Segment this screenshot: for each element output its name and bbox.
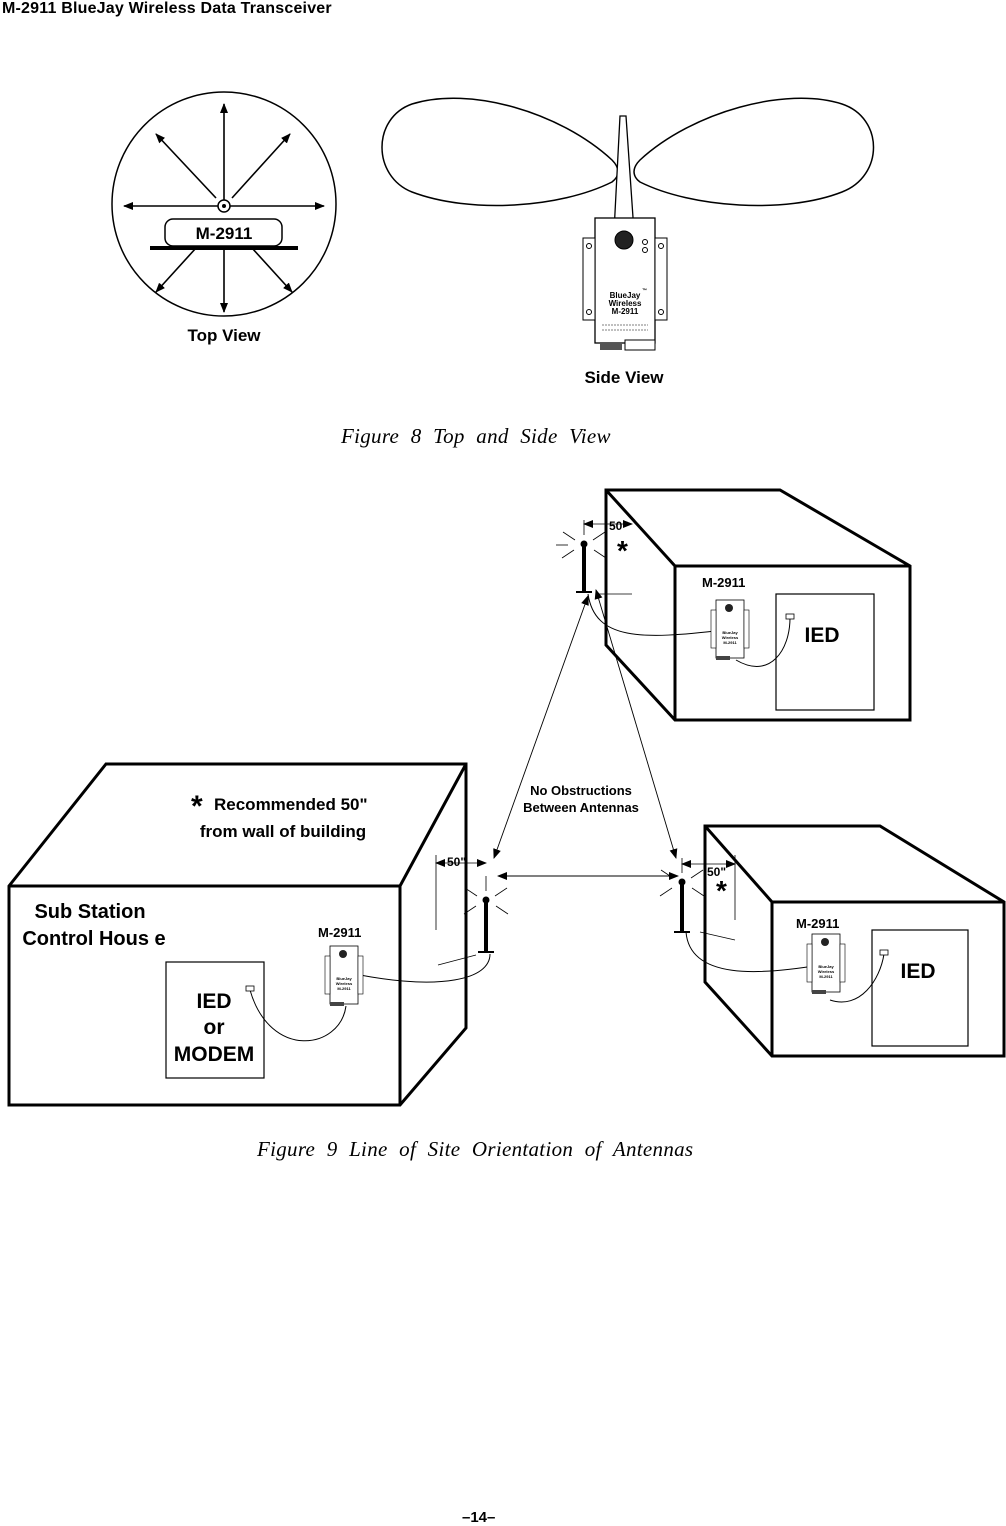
dimension-label-top: 50": [609, 519, 628, 533]
ied-left-label-3: MODEM: [174, 1043, 255, 1066]
radiation-arrows: [123, 103, 325, 313]
mini-device-left: BlueJay Wireless M-2911: [324, 945, 364, 1006]
antenna-left: [463, 876, 509, 953]
radiation-lobe-left: [381, 97, 619, 207]
device-label-top: M-2911: [702, 575, 745, 590]
svg-text:M-2911: M-2911: [337, 986, 351, 991]
svg-text:Wireless: Wireless: [336, 981, 353, 986]
side-view-antenna: [613, 115, 635, 233]
cables: [249, 593, 885, 1042]
mini-device-top: BlueJay Wireless M-2911: [710, 599, 750, 660]
ied-top-label: IED: [804, 624, 839, 647]
asterisk-recommend: *: [191, 790, 203, 823]
building-label-1: Sub Station: [34, 901, 145, 923]
device-label-right: M-2911: [796, 916, 839, 931]
ied-right-box: [871, 929, 969, 1047]
obstruction-label-2: Between Antennas: [523, 800, 639, 815]
ied-left-label-2: or: [204, 1016, 225, 1039]
svg-text:BlueJay: BlueJay: [336, 976, 352, 981]
top-view-label: Top View: [187, 326, 261, 345]
figure-8-caption: Figure 8 Top and Side View: [341, 424, 611, 448]
antenna-bottom-right: [659, 858, 705, 933]
svg-text:BlueJay: BlueJay: [818, 964, 834, 969]
svg-text:BlueJay: BlueJay: [722, 630, 738, 635]
asterisk-top: *: [617, 535, 628, 566]
mini-device-right: BlueJay Wireless M-2911: [806, 933, 846, 994]
recommend-label-1: Recommended 50": [214, 795, 368, 814]
svg-text:Wireless: Wireless: [818, 969, 835, 974]
device-label-left: M-2911: [318, 925, 361, 940]
figure-9-caption: Figure 9 Line of Site Orientation of Ant…: [257, 1137, 694, 1161]
side-view-brand-2: Wireless: [609, 299, 642, 308]
building-label-2: Control Hous e: [22, 928, 165, 950]
svg-text:M-2911: M-2911: [819, 974, 833, 979]
asterisk-right: *: [716, 875, 727, 906]
dimension-label-right: 50": [707, 865, 726, 879]
obstruction-label-1: No Obstructions: [530, 783, 632, 798]
side-view-brand-3: M-2911: [612, 307, 639, 316]
ied-left-box: [165, 961, 265, 1079]
side-view-brand-1: BlueJay: [610, 291, 641, 300]
side-view-label: Side View: [584, 368, 664, 387]
page-number: –14–: [462, 1509, 496, 1526]
dimension-label-left: 50": [447, 855, 466, 869]
ied-right-label: IED: [900, 960, 935, 983]
radiation-lobe-right: [633, 97, 875, 207]
top-view-device-label: M-2911: [196, 224, 253, 243]
side-view-brand-tm: ™: [642, 288, 647, 294]
svg-text:M-2911: M-2911: [723, 640, 737, 645]
antenna-top: [556, 520, 607, 593]
svg-text:Wireless: Wireless: [722, 635, 739, 640]
building-bottom-right: [703, 824, 1006, 1058]
top-view-circle: [111, 91, 337, 317]
ied-top-box: [775, 593, 875, 711]
building-left: [7, 762, 468, 1107]
recommend-label-2: from wall of building: [200, 822, 366, 841]
building-top-right: [604, 488, 912, 722]
figure-8-diagram: M-2911 Top View BlueJay ™ Wireless M-291…: [111, 91, 875, 387]
ied-left-label-1: IED: [196, 990, 231, 1013]
page-header-title: M-2911 BlueJay Wireless Data Transceiver: [2, 0, 332, 17]
